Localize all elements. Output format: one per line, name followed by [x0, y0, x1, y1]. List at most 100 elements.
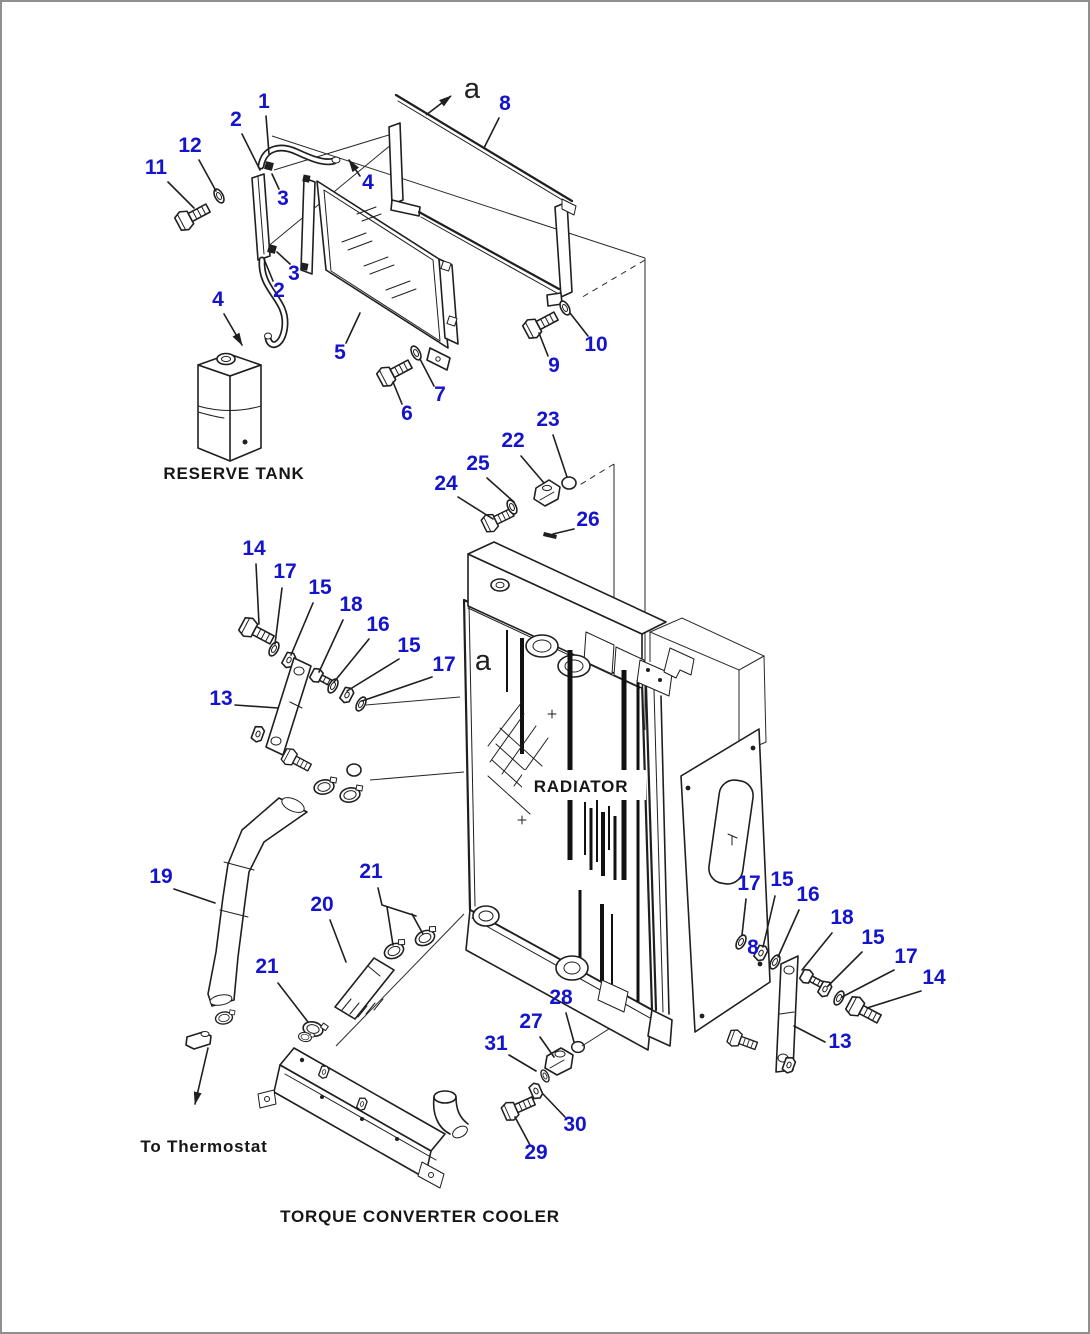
- bolt-29: [499, 1091, 539, 1124]
- callout-3: 3: [277, 187, 289, 210]
- torque-converter-cooler: [257, 1030, 469, 1189]
- callout-19: 19: [149, 865, 172, 888]
- callout-11: 11: [145, 156, 168, 179]
- radiator-right-channel: [636, 647, 695, 1047]
- callout-leader: [234, 704, 279, 709]
- callout-30: 30: [563, 1113, 586, 1136]
- callout-leader: [348, 159, 361, 177]
- callout-leader: [508, 1054, 537, 1072]
- callout-1: 1: [258, 90, 270, 113]
- cooler-hatch: [341, 206, 417, 299]
- callout-leader: [552, 528, 575, 535]
- callout-9: 9: [548, 354, 560, 377]
- callout-layer: 1212113483245679102322252426141715181615…: [145, 73, 946, 1164]
- callout-6: 6: [401, 402, 413, 425]
- overflow-tube-assembly: [251, 144, 341, 349]
- overflow-tube-lower: [258, 256, 289, 349]
- callout-leader: [793, 1025, 826, 1043]
- callout-8: 8: [747, 936, 759, 959]
- callout-leader: [223, 313, 243, 346]
- pin-26: [543, 532, 557, 539]
- callout-leader: [276, 251, 291, 265]
- callout-leader: [801, 932, 833, 971]
- bolt-9: [520, 306, 562, 342]
- callout-leader: [569, 312, 589, 337]
- cooler-left-bracket: [300, 177, 316, 275]
- bolt-14-right: [843, 993, 885, 1029]
- callout-16: 16: [366, 613, 389, 636]
- clamp-21-hose19: [213, 1008, 238, 1027]
- section-marker-a: a: [464, 73, 481, 105]
- callout-16: 16: [796, 883, 819, 906]
- callout-leader: [241, 133, 261, 171]
- side-slot-panel: [680, 728, 771, 1033]
- radiator-bottom-tank: [465, 909, 653, 1051]
- core-fins: [584, 800, 617, 880]
- callout-leader: [346, 658, 400, 692]
- reserve-tank-label: RESERVE TANK: [163, 464, 304, 483]
- section-marker-a: a: [475, 645, 492, 677]
- clamp-21-a: [380, 936, 411, 963]
- bolt-6: [374, 354, 416, 390]
- callout-20: 20: [310, 893, 333, 916]
- callout-leader: [333, 638, 370, 683]
- callout-17: 17: [432, 653, 455, 676]
- callout-3: 3: [288, 262, 300, 285]
- lower-hoses: [185, 797, 442, 1050]
- callout-leader: [762, 895, 776, 948]
- frame-right-bracket: [554, 201, 573, 298]
- callout-2: 2: [230, 108, 242, 131]
- callout-leader: [167, 181, 195, 209]
- callout-leader: [542, 1093, 566, 1118]
- callout-leader: [392, 381, 403, 405]
- callout-leader: [198, 159, 217, 192]
- callout-23: 23: [536, 408, 559, 431]
- tube-open-end: [331, 156, 341, 164]
- hose-clamp-upper-2: [337, 783, 367, 805]
- right-bracket-hardware: [725, 932, 885, 1076]
- reserve-tank: [197, 352, 262, 462]
- tie-rod-frame: [388, 93, 577, 307]
- callout-14: 14: [922, 966, 946, 989]
- cooler-outlet: [433, 1090, 457, 1104]
- drain-valve-cluster: [499, 1040, 586, 1124]
- callout-4: 4: [212, 288, 224, 311]
- mount-bolt-right: [725, 1027, 760, 1055]
- callout-17: 17: [737, 872, 760, 895]
- left-bracket-hardware: [236, 614, 369, 805]
- nut-lower: [249, 723, 267, 745]
- washer-12: [211, 186, 227, 206]
- callout-leader: [271, 173, 280, 190]
- callout-4: 4: [362, 171, 374, 194]
- callout-leader: [841, 969, 895, 998]
- oring-23: [561, 476, 577, 490]
- callout-leader: [552, 434, 568, 478]
- callout-leader: [361, 676, 433, 702]
- callout-13: 13: [209, 687, 232, 710]
- callout-leader: [777, 909, 800, 958]
- bolt-11: [172, 198, 214, 234]
- callout-leader: [539, 1036, 555, 1058]
- callout-leader: [457, 496, 494, 520]
- callout-7: 7: [434, 383, 446, 406]
- callout-leader: [565, 1012, 575, 1043]
- callout-2: 2: [273, 279, 285, 302]
- callout-leader: [290, 602, 314, 656]
- callout-leader: [514, 1116, 531, 1146]
- section-marker-arrow: [425, 95, 452, 116]
- oring-28: [570, 1040, 586, 1054]
- mount-bolt-lower: [279, 745, 315, 776]
- callout-leader: [483, 117, 500, 149]
- callout-leader: [386, 906, 394, 946]
- callout-25: 25: [466, 452, 490, 475]
- torque-converter-cooler-label: TORQUE CONVERTER COOLER: [280, 1207, 560, 1226]
- cooler-mount-tab: [426, 347, 451, 371]
- callout-leader: [520, 455, 545, 484]
- callout-26: 26: [576, 508, 599, 531]
- radiator-label: RADIATOR: [534, 777, 629, 796]
- callout-31: 31: [484, 1032, 508, 1055]
- callout-14: 14: [242, 537, 266, 560]
- callout-leader: [255, 563, 260, 625]
- frame-left-bracket: [388, 122, 404, 205]
